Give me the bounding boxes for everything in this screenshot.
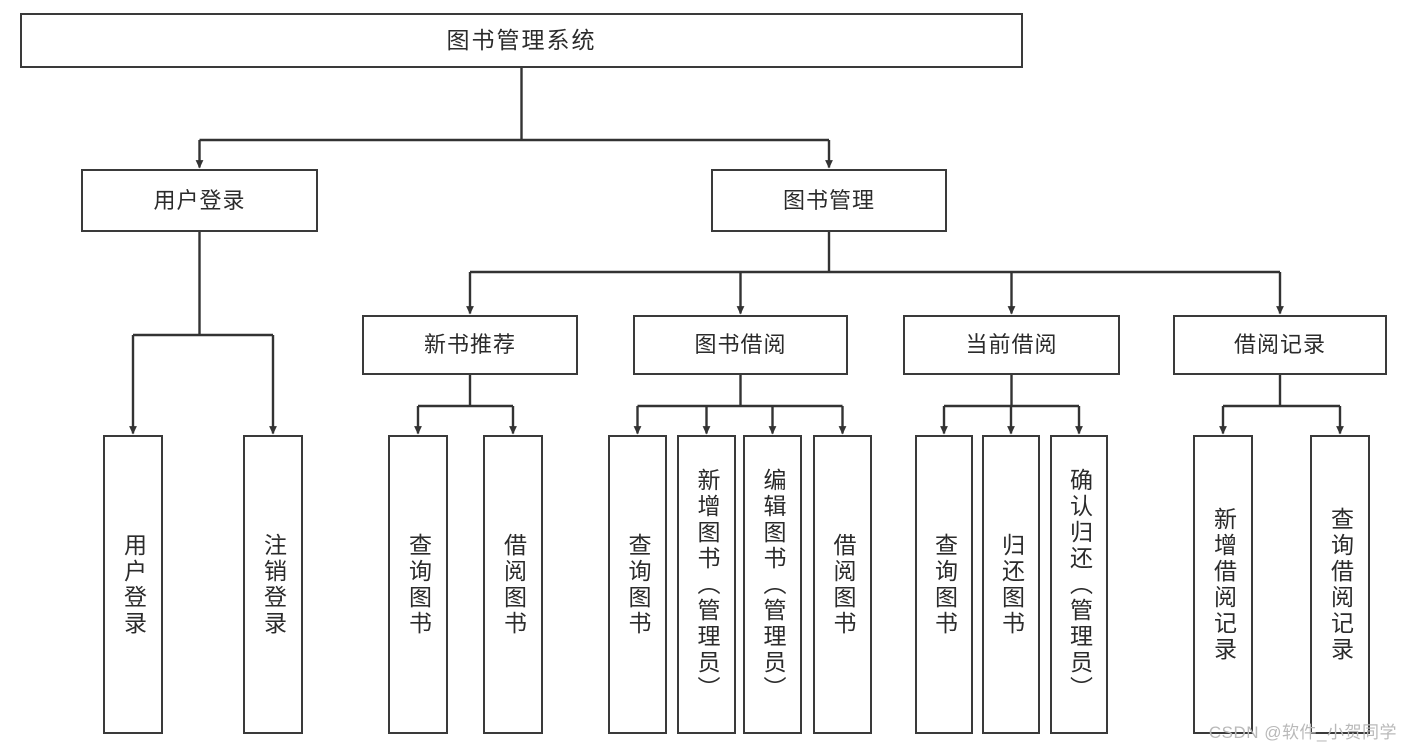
node-label: 图书管理系统 [446, 27, 597, 54]
node-label: 借阅图书 [500, 532, 527, 637]
node-leaf-add-record[interactable]: 新增借阅记录 [1193, 435, 1253, 734]
node-leaf-query-record[interactable]: 查询借阅记录 [1310, 435, 1370, 734]
node-leaf-borrow-book-2[interactable]: 借阅图书 [813, 435, 872, 734]
node-label: 借阅图书 [830, 532, 856, 637]
node-root[interactable]: 图书管理系统 [20, 13, 1023, 68]
node-label: 图书管理 [782, 187, 875, 213]
node-leaf-borrow-book-1[interactable]: 借阅图书 [483, 435, 543, 734]
node-label: 确认归还（管理员） [1066, 467, 1093, 702]
node-leaf-add-book[interactable]: 新增图书（管理员） [677, 435, 736, 734]
node-leaf-query-book-3[interactable]: 查询图书 [915, 435, 973, 734]
node-label: 查询图书 [405, 532, 432, 637]
node-label: 图书借阅 [694, 332, 787, 358]
node-label: 借阅记录 [1233, 332, 1326, 358]
node-label: 新增借阅记录 [1210, 506, 1237, 663]
node-label: 新书推荐 [423, 332, 516, 358]
node-label: 用户登录 [120, 532, 147, 637]
node-book-manage[interactable]: 图书管理 [711, 169, 947, 232]
csdn-watermark: CSDN @软件_小贺同学 [1208, 723, 1397, 742]
node-new-book-rec[interactable]: 新书推荐 [362, 315, 578, 375]
node-user-login[interactable]: 用户登录 [81, 169, 318, 232]
node-label: 查询图书 [625, 532, 651, 637]
node-label: 用户登录 [153, 187, 246, 213]
node-leaf-confirm-return[interactable]: 确认归还（管理员） [1050, 435, 1108, 734]
node-leaf-query-book-1[interactable]: 查询图书 [388, 435, 448, 734]
node-current-borrow[interactable]: 当前借阅 [903, 315, 1120, 375]
node-borrow-record[interactable]: 借阅记录 [1173, 315, 1387, 375]
node-leaf-query-book-2[interactable]: 查询图书 [608, 435, 667, 734]
node-leaf-logout[interactable]: 注销登录 [243, 435, 303, 734]
node-label: 当前借阅 [965, 332, 1058, 358]
node-label: 新增图书（管理员） [694, 467, 720, 702]
node-book-borrow[interactable]: 图书借阅 [633, 315, 848, 375]
node-label: 查询借阅记录 [1327, 506, 1354, 663]
node-label: 编辑图书（管理员） [760, 467, 786, 702]
node-label: 查询图书 [931, 532, 958, 637]
node-leaf-return-book[interactable]: 归还图书 [982, 435, 1040, 734]
node-label: 归还图书 [998, 532, 1025, 637]
node-leaf-user-login[interactable]: 用户登录 [103, 435, 163, 734]
node-leaf-edit-book[interactable]: 编辑图书（管理员） [743, 435, 802, 734]
node-label: 注销登录 [260, 532, 287, 637]
